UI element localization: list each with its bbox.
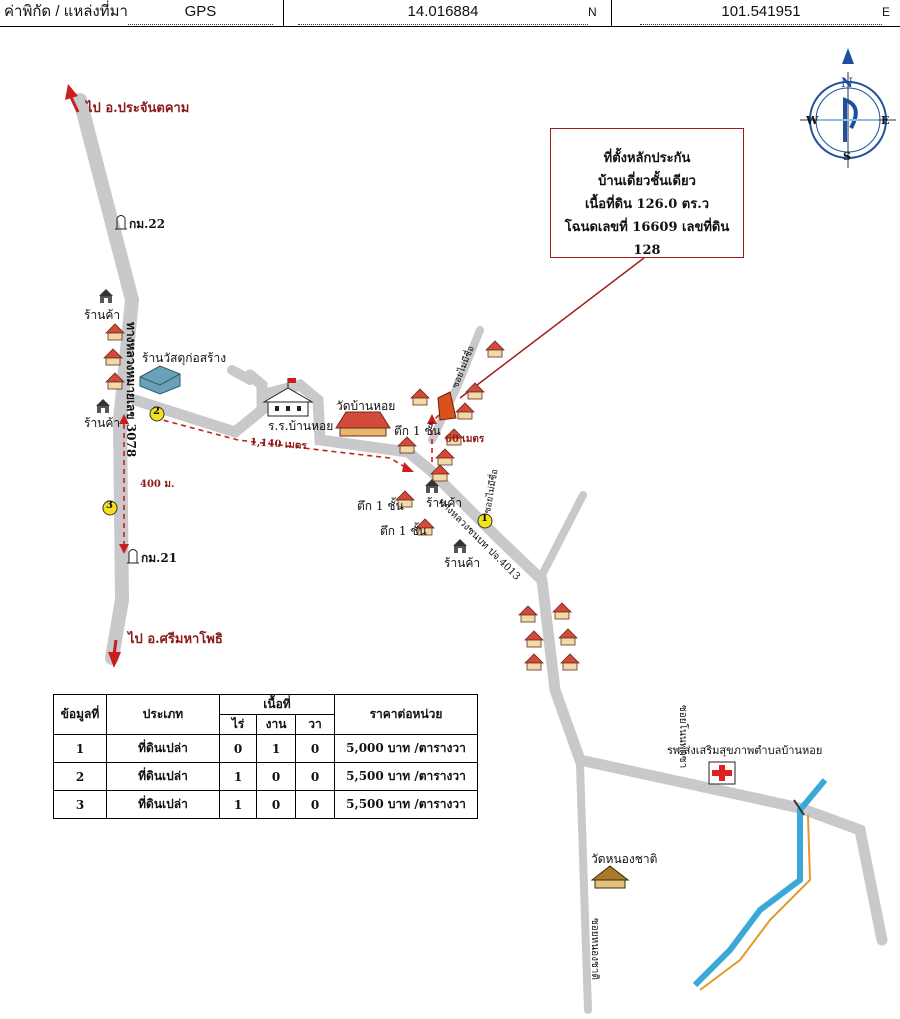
compass-s: S bbox=[843, 150, 851, 163]
col-header-type: ประเภท bbox=[106, 694, 220, 735]
branch-road-south bbox=[576, 761, 592, 1014]
cell-type: ที่ดินเปล่า bbox=[106, 734, 220, 763]
temple-icon bbox=[335, 411, 391, 437]
building-label: ตึก 1 ชั้น bbox=[357, 499, 404, 513]
longitude-suffix: E bbox=[882, 5, 891, 19]
cell-no: 3 bbox=[53, 790, 107, 819]
north-destination-label: ไป อ.ประจันตคาม bbox=[86, 101, 190, 116]
cell-type: ที่ดินเปล่า bbox=[106, 790, 220, 819]
cell-wa: 0 bbox=[295, 734, 335, 763]
header-divider bbox=[611, 0, 612, 26]
cell-no: 2 bbox=[53, 762, 107, 791]
map-marker-1 bbox=[477, 513, 493, 529]
shop-label: ร้านค้า bbox=[84, 308, 121, 322]
km22-label: กม.22 bbox=[129, 217, 166, 231]
building-label: ตึก 1 ชั้น bbox=[394, 424, 441, 438]
callout-land-area: เนื้อที่ดิน 126.0 ตร.ว bbox=[584, 197, 710, 212]
temple-icon bbox=[590, 865, 630, 889]
cell-type: ที่ดินเปล่า bbox=[106, 762, 220, 791]
cell-rai: 0 bbox=[219, 734, 257, 763]
col-header-area: เนื้อที่ bbox=[219, 694, 335, 715]
col-header-wa: วา bbox=[295, 714, 335, 735]
school-icon bbox=[262, 378, 314, 417]
property-parcel bbox=[437, 391, 457, 421]
shop-label: ร้านค้า bbox=[426, 496, 463, 510]
col-header-price: ราคาต่อหน่วย bbox=[334, 694, 478, 735]
km21-label: กม.21 bbox=[141, 551, 178, 565]
longitude-value: 101.541951 bbox=[640, 0, 882, 25]
table-row: 1 ที่ดินเปล่า 0 1 0 5,000 บาท /ตารางวา bbox=[53, 734, 478, 763]
compass-n: N bbox=[841, 76, 853, 91]
shop-label: ร้านค้า bbox=[84, 416, 121, 430]
col-header-ngan: งาน bbox=[256, 714, 296, 735]
latitude-value: 14.016884 bbox=[298, 0, 588, 25]
hardware-store-icon bbox=[139, 365, 181, 395]
rural-road-4013 bbox=[129, 369, 268, 439]
col-header-rai: ไร่ bbox=[219, 714, 257, 735]
latitude-suffix: N bbox=[588, 5, 597, 19]
map-marker-3 bbox=[102, 500, 118, 516]
cell-ngan: 0 bbox=[256, 762, 296, 791]
cell-rai: 1 bbox=[219, 762, 257, 791]
table-row: 2 ที่ดินเปล่า 1 0 0 5,500 บาท /ตารางวา bbox=[53, 762, 478, 791]
property-callout: ที่ตั้งหลักประกัน บ้านเดี่ยวชั้นเดียว เน… bbox=[550, 128, 744, 258]
temple-label: วัดบ้านหอย bbox=[336, 399, 396, 413]
cell-ngan: 0 bbox=[256, 790, 296, 819]
compass-w: W bbox=[806, 114, 819, 127]
river bbox=[692, 778, 828, 991]
table-row: 3 ที่ดินเปล่า 1 0 0 5,500 บาท /ตารางวา bbox=[53, 790, 478, 819]
cell-rai: 1 bbox=[219, 790, 257, 819]
cell-price: 5,500 บาท /ตารางวา bbox=[334, 762, 478, 791]
km-post-icon bbox=[115, 215, 139, 564]
side-road bbox=[227, 365, 255, 385]
cell-price: 5,500 บาท /ตารางวา bbox=[334, 790, 478, 819]
road-network bbox=[73, 93, 888, 1014]
price-table: ข้อมูลที่ ประเภท เนื้อที่ ราคาต่อหน่วย ไ… bbox=[53, 694, 478, 819]
header-divider bbox=[283, 0, 284, 26]
distance-60-label: 60 เมตร bbox=[445, 434, 485, 445]
cell-ngan: 1 bbox=[256, 734, 296, 763]
map-marker-2 bbox=[149, 406, 165, 422]
marker-2-label: 2 bbox=[153, 406, 160, 417]
arrow-south-icon bbox=[108, 639, 121, 668]
temple-label: วัดหนองชาติ bbox=[591, 852, 658, 866]
school-label: ร.ร.บ้านหอย bbox=[268, 419, 334, 433]
route-arrowheads bbox=[119, 414, 437, 554]
highway-label: ทางหลวงหมายเลข 3078 bbox=[124, 322, 138, 458]
callout-title: ที่ตั้งหลักประกัน bbox=[603, 151, 691, 166]
shop-label: ร้านค้า bbox=[444, 556, 481, 570]
street-label: ซอยหนองชาติ bbox=[589, 918, 600, 980]
callout-house-type: บ้านเดี่ยวชั้นเดียว bbox=[598, 174, 696, 189]
callout-deed: โฉนดเลขที่ 16609 เลขที่ดิน 128 bbox=[564, 220, 730, 258]
street-label: ซอยโนนพุดซา bbox=[677, 705, 688, 769]
distance-400-label: 400 ม. bbox=[140, 479, 175, 490]
arrow-north-icon bbox=[65, 84, 80, 113]
branch-road-north bbox=[428, 326, 484, 444]
compass-rose-icon bbox=[800, 48, 896, 168]
branch-road-northeast bbox=[538, 491, 587, 579]
hospital-icon bbox=[708, 761, 736, 785]
callout-connector bbox=[459, 257, 645, 399]
cell-no: 1 bbox=[53, 734, 107, 763]
compass-e: E bbox=[881, 114, 890, 127]
cell-price: 5,000 บาท /ตารางวา bbox=[334, 734, 478, 763]
cell-wa: 0 bbox=[295, 790, 335, 819]
col-header-no: ข้อมูลที่ bbox=[53, 694, 107, 735]
hospital-label: รพ.ส่งเสริมสุขภาพตำบลบ้านหอย bbox=[667, 744, 823, 757]
building-label: ตึก 1 ชั้น bbox=[380, 524, 427, 538]
cell-wa: 0 bbox=[295, 762, 335, 791]
highway-3078 bbox=[73, 93, 140, 665]
marker-1-label: 1 bbox=[481, 513, 488, 524]
hardware-store-label: ร้านวัสดุก่อสร้าง bbox=[142, 351, 227, 365]
marker-3-label: 3 bbox=[106, 500, 113, 511]
south-destination-label: ไป อ.ศรีมหาโพธิ bbox=[128, 632, 223, 647]
coord-source: GPS bbox=[127, 0, 273, 25]
